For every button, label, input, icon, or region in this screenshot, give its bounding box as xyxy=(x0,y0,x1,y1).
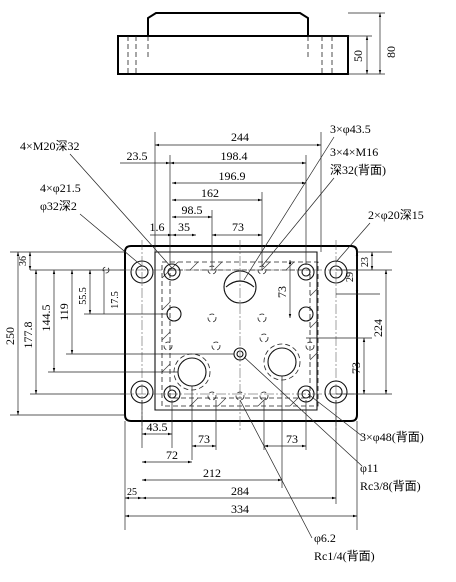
label-rc14: Rc1/4(背面) xyxy=(314,549,375,563)
bottom-dimensions: 43.5 73 72 73 212 25 284 334 xyxy=(124,376,358,530)
dim-43-5: 43.5 xyxy=(147,420,168,434)
left-dimensions: 250 177.8 144.5 119 55.5 17.5 36 xyxy=(3,251,234,416)
label-m16-holes: 3×4×M16 xyxy=(330,145,378,159)
dim-23-5: 23.5 xyxy=(127,149,148,163)
dim-23: 23 xyxy=(360,257,371,267)
label-rc38: Rc3/8(背面) xyxy=(360,479,421,493)
top-dimensions: 244 23.5 198.4 196.9 162 98.5 1.6 35 73 xyxy=(120,130,322,270)
dim-50: 50 xyxy=(351,50,365,62)
label-d11-hole: φ11 xyxy=(360,461,378,475)
label-d20-holes: 2×φ20深15 xyxy=(368,208,424,222)
dim-73-bottom-left: 73 xyxy=(198,432,210,446)
dim-198-4: 198.4 xyxy=(221,149,248,163)
label-m16-depth: 深32(背面) xyxy=(330,163,386,177)
dim-25: 25 xyxy=(127,487,137,498)
label-d21-holes: 4×φ21.5 xyxy=(40,181,81,195)
dim-250: 250 xyxy=(3,327,17,345)
dim-17-5: 17.5 xyxy=(110,291,121,309)
label-d43-holes: 3×φ43.5 xyxy=(330,122,371,136)
callouts: 4×M20深32 4×φ21.5 φ32深2 3×φ43.5 3×4×M16 深… xyxy=(20,122,424,563)
dim-55-5: 55.5 xyxy=(78,287,89,305)
dim-224: 224 xyxy=(371,319,385,337)
right-dimensions: 29 23 73 224 73 xyxy=(275,251,392,395)
label-d48-holes: 3×φ48(背面) xyxy=(360,430,424,444)
dim-73-right-upper: 73 xyxy=(275,286,289,298)
corner-holes xyxy=(130,260,348,404)
centerlines xyxy=(120,240,360,430)
dim-1-6: 1.6 xyxy=(150,220,165,234)
dim-73-bottom-right: 73 xyxy=(286,432,298,446)
side-view: 80 50 xyxy=(117,12,398,75)
label-m20-holes: 4×M20深32 xyxy=(20,139,79,153)
dim-35: 35 xyxy=(178,220,190,234)
dim-98-5: 98.5 xyxy=(182,203,203,217)
dim-36: 36 xyxy=(18,256,29,266)
plan-view xyxy=(102,240,360,430)
label-d62-hole: φ6.2 xyxy=(314,531,336,545)
dim-80: 80 xyxy=(384,46,398,58)
label-d32-counterbore: φ32深2 xyxy=(40,199,77,213)
dim-29: 29 xyxy=(345,272,356,282)
dim-73-top: 73 xyxy=(232,220,244,234)
dim-144-5: 144.5 xyxy=(39,305,53,332)
dim-72: 72 xyxy=(166,448,178,462)
dim-284: 284 xyxy=(231,484,249,498)
dim-73-right-lower: 73 xyxy=(349,362,363,374)
dim-334: 334 xyxy=(231,502,249,516)
dim-196-9: 196.9 xyxy=(219,169,246,183)
dim-212: 212 xyxy=(203,466,221,480)
dim-119: 119 xyxy=(57,303,71,321)
dim-162: 162 xyxy=(201,186,219,200)
dim-177-8: 177.8 xyxy=(21,322,35,349)
dim-244: 244 xyxy=(231,130,249,144)
